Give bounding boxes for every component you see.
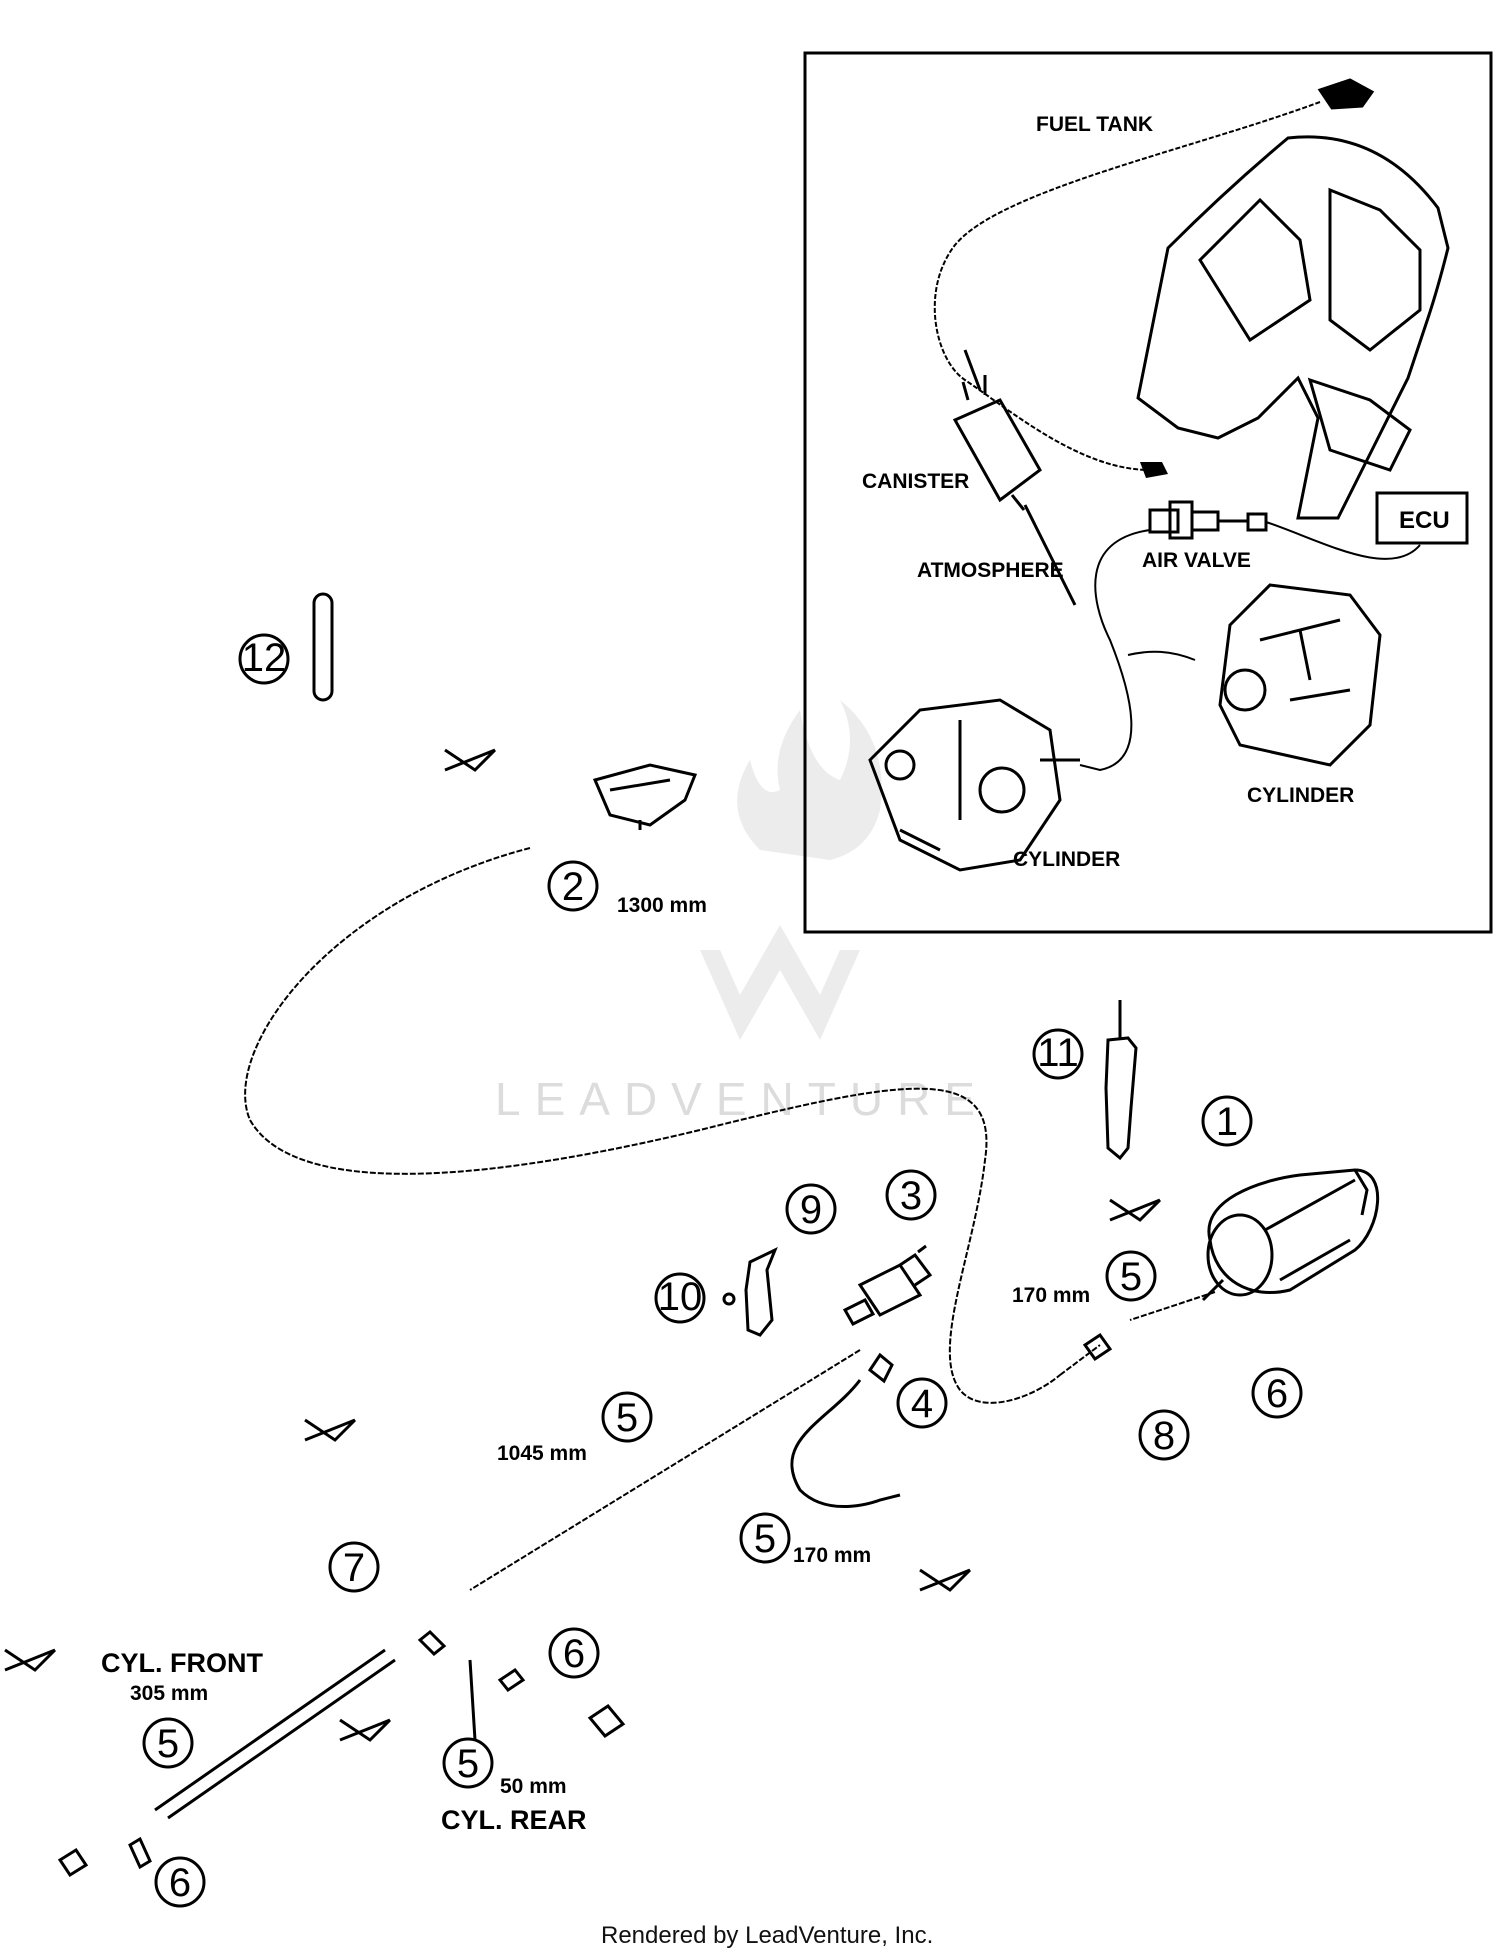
atmosphere-label: ATMOSPHERE [917,559,1064,582]
watermark-text: LEADVENTURE [495,1073,989,1125]
inset-panel: FUEL TANK CANISTER ATMOSPHERE AIR VALVE … [803,51,1493,934]
tank-vent-hose [933,101,1321,471]
clamp-icon [1109,1198,1162,1222]
callout-6b: 6 [563,1632,585,1676]
callout-5c: 5 [754,1517,776,1561]
part-2-vent-valve [592,763,698,830]
air-valve-hose [1079,529,1151,772]
cylinder-right-illustration [1218,583,1382,767]
fuel-tank-label: FUEL TANK [1036,113,1153,136]
watermark: LEADVENTURE [495,700,989,1125]
dim-170-bottom: 170 mm [793,1544,871,1567]
callout-3-circle [885,1169,937,1221]
callout-12-circle [238,633,290,685]
cylinder-hose [1127,650,1196,661]
callout-6a-circle [1251,1367,1303,1419]
callout-6c: 6 [169,1861,191,1905]
callout-11: 11 [1037,1031,1079,1075]
callout-9: 9 [800,1188,822,1232]
callout-4: 4 [911,1382,933,1426]
ecu-wire [1265,521,1421,560]
callout-5d-circle [142,1717,194,1769]
callout-2: 2 [562,865,584,909]
callout-5a: 5 [1120,1255,1142,1299]
callout-5d: 5 [157,1722,179,1766]
part-11-clip [1104,1000,1138,1161]
air-valve-illustration [1148,500,1268,540]
hose-routes [244,847,1216,1591]
canister-label: CANISTER [862,470,969,493]
callout-5c-circle [739,1512,791,1564]
callout-7: 7 [343,1546,365,1590]
hose-connector-icon [1140,462,1168,478]
canister-illustration [952,349,1077,606]
callout-12: 12 [242,636,287,680]
callout-6a: 6 [1266,1372,1288,1416]
callout-numbers: 1 2 3 4 5 5 5 5 5 6 6 6 7 8 9 10 11 12 [157,636,1288,1905]
cylinder-right-label: CYLINDER [1247,784,1354,807]
clamp-icon [919,1568,972,1592]
cylinder-left-illustration [868,698,1080,872]
callout-1-circle [1201,1095,1253,1147]
clamp-icon [444,748,497,772]
cyl-front-tag: CYL. FRONT [101,1648,263,1678]
dim-305: 305 mm [130,1682,208,1705]
callout-6b-circle [548,1627,600,1679]
cylinder-hoses [57,1629,626,1878]
part-1-canister [1201,1168,1379,1302]
callout-10: 10 [658,1275,703,1319]
clamp-icon [339,1718,392,1742]
fuel-tank-illustration [1136,78,1450,520]
callout-10-circle [654,1272,706,1324]
callout-11-circle [1032,1028,1084,1080]
callout-5e-circle [442,1737,494,1789]
part-9-bracket [744,1246,778,1337]
part-4-fitting [790,1352,901,1508]
callout-5b-circle [601,1391,653,1443]
callouts [142,633,1303,1908]
callout-8: 8 [1153,1414,1175,1458]
clamp-icon [304,1418,357,1442]
callout-8-circle [1138,1409,1190,1461]
cyl-rear-tag: CYL. REAR [441,1805,587,1835]
callout-7-circle [328,1541,380,1593]
callout-1: 1 [1216,1100,1238,1144]
dim-50: 50 mm [500,1775,567,1798]
callout-5b: 5 [616,1396,638,1440]
air-valve-label: AIR VALVE [1142,549,1251,572]
part-3-air-valve [842,1244,933,1326]
part-12-strap [312,592,334,702]
rendered-by-caption: Rendered by LeadVenture, Inc. [601,1922,933,1949]
callout-2-circle [547,860,599,912]
clamp-icons [4,748,1162,1742]
callout-4-circle [896,1377,948,1429]
callout-5e: 5 [457,1742,479,1786]
part-8-fitting [1082,1332,1113,1362]
cylinder-left-label: CYLINDER [1013,848,1120,871]
part-10-nut [722,1292,736,1306]
ecu-label: ECU [1399,507,1450,534]
dim-1300: 1300 mm [617,894,707,917]
callout-9-circle [785,1183,837,1235]
dim-170-top: 170 mm [1012,1284,1090,1307]
ecu-box: ECU [1375,491,1469,545]
callout-6c-circle [154,1856,206,1908]
callout-5a-circle [1105,1250,1157,1302]
callout-3: 3 [900,1174,922,1218]
clamp-icon [4,1648,57,1672]
dim-1045: 1045 mm [497,1442,587,1465]
